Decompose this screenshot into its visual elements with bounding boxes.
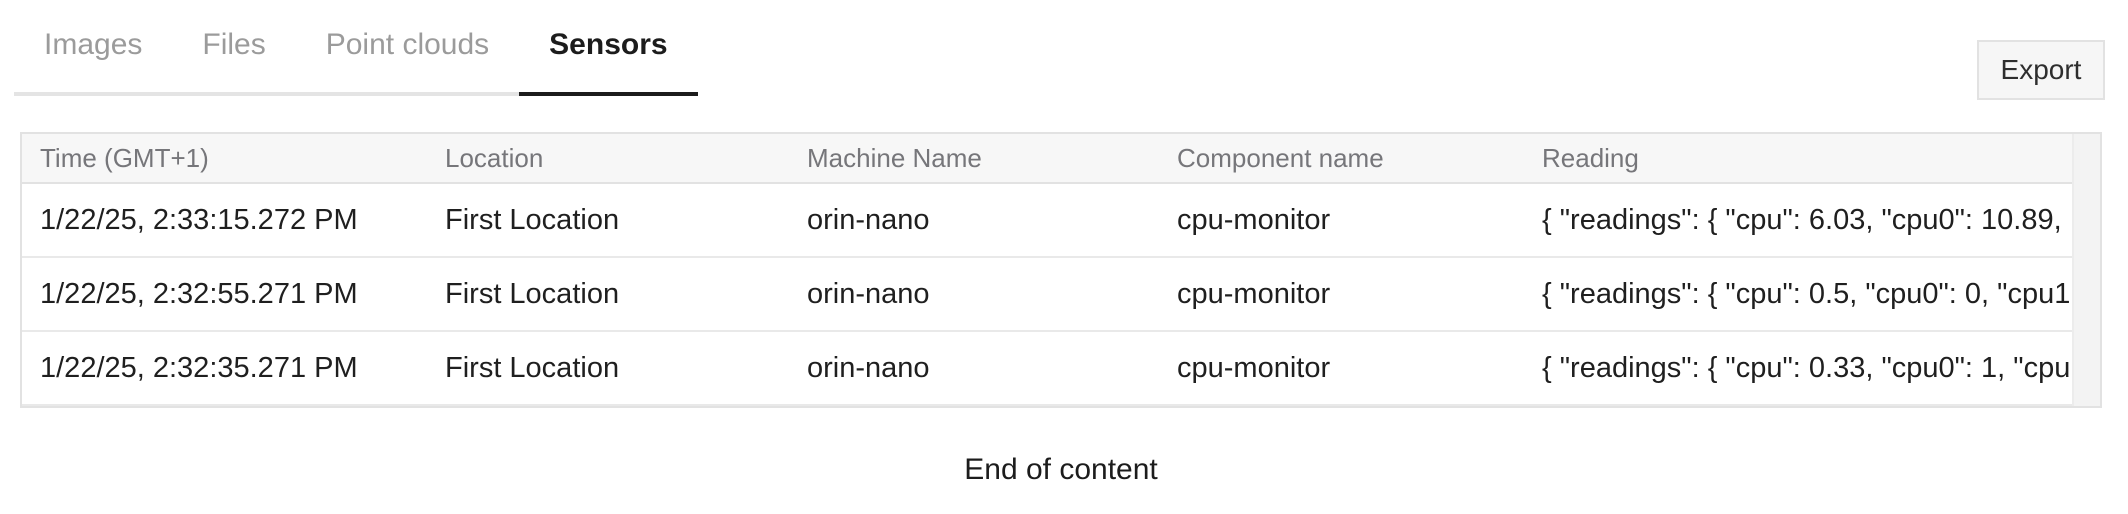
tab-point-clouds[interactable]: Point clouds xyxy=(325,28,490,61)
cell-reading: { "readings": { "cpu": 0.33, "cpu0": 1, … xyxy=(1542,352,2070,384)
table-header-row: Time (GMT+1) Location Machine Name Compo… xyxy=(22,134,2100,184)
cell-component-name: cpu-monitor xyxy=(1177,203,1331,236)
sensors-table: Time (GMT+1) Location Machine Name Compo… xyxy=(20,132,2102,408)
column-header-machine-name: Machine Name xyxy=(807,142,982,173)
end-of-content-label: End of content xyxy=(964,453,1158,486)
cell-component-name: cpu-monitor xyxy=(1177,351,1331,384)
cell-location: First Location xyxy=(445,351,620,384)
cell-machine-name: orin-nano xyxy=(807,203,930,236)
cell-location: First Location xyxy=(445,277,620,310)
table-scrollbar[interactable] xyxy=(2072,134,2100,406)
cell-time: 1/22/25, 2:33:15.272 PM xyxy=(40,203,358,236)
tab-images[interactable]: Images xyxy=(44,28,143,61)
cell-machine-name: orin-nano xyxy=(807,351,930,384)
cell-time: 1/22/25, 2:32:55.271 PM xyxy=(40,277,358,310)
column-header-location: Location xyxy=(445,142,544,173)
table-row[interactable]: 1/22/25, 2:32:55.271 PM First Location o… xyxy=(22,258,2100,332)
cell-machine-name: orin-nano xyxy=(807,277,930,310)
export-button[interactable]: Export xyxy=(1977,40,2105,100)
column-header-time: Time (GMT+1) xyxy=(40,142,209,173)
table-row[interactable]: 1/22/25, 2:33:15.272 PM First Location o… xyxy=(22,184,2100,258)
column-header-component-name: Component name xyxy=(1177,142,1384,173)
cell-reading: { "readings": { "cpu": 6.03, "cpu0": 10.… xyxy=(1542,204,2070,236)
tab-sensors[interactable]: Sensors xyxy=(519,6,698,96)
column-header-reading: Reading xyxy=(1542,142,1639,173)
cell-time: 1/22/25, 2:32:35.271 PM xyxy=(40,351,358,384)
tab-bar: Images Files Point clouds Sensors xyxy=(14,6,698,96)
cell-component-name: cpu-monitor xyxy=(1177,277,1331,310)
tab-files[interactable]: Files xyxy=(202,28,266,61)
cell-location: First Location xyxy=(445,203,620,236)
cell-reading: { "readings": { "cpu": 0.5, "cpu0": 0, "… xyxy=(1542,278,2070,310)
table-row[interactable]: 1/22/25, 2:32:35.271 PM First Location o… xyxy=(22,332,2100,406)
